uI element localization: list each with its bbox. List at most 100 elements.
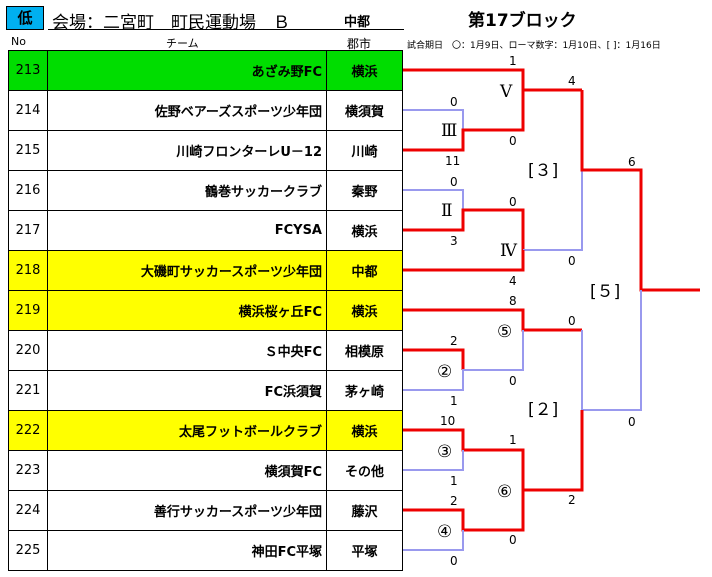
bracket-line	[403, 208, 525, 250]
score-218: 4	[509, 274, 517, 288]
bracket-line	[580, 90, 700, 292]
score-V-winner: 4	[568, 74, 576, 88]
round-label-III: Ⅲ	[441, 121, 457, 141]
team-city: 横浜	[326, 290, 403, 331]
team-name: 善行サッカースポーツ少年団	[47, 490, 327, 531]
bracket-line	[403, 530, 464, 551]
score-216: 0	[450, 175, 458, 189]
bracket-line	[403, 68, 582, 92]
score-223: 1	[450, 474, 458, 488]
score-III-winner: 0	[509, 134, 517, 148]
team-number: 219	[8, 290, 48, 331]
team-name: 横須賀FC	[47, 450, 327, 491]
round-label-IV: Ⅳ	[500, 241, 518, 261]
score-c6-winner: 2	[568, 493, 576, 507]
round-label-II: Ⅱ	[441, 201, 453, 221]
round-label-b5: [５]	[590, 282, 620, 302]
team-city: 平塚	[326, 530, 403, 571]
bracket-line	[523, 170, 583, 251]
level-badge: 低	[6, 6, 44, 30]
round-label-b2: [２]	[528, 400, 558, 420]
round-label-c5: ⑤	[497, 322, 512, 342]
team-city: 横浜	[326, 410, 403, 451]
team-number: 223	[8, 450, 48, 491]
team-number: 214	[8, 90, 48, 131]
bracket-line	[403, 308, 582, 332]
header-underline	[48, 29, 404, 30]
team-name: 川崎フロンターレU－12	[47, 130, 327, 171]
team-number: 213	[8, 50, 48, 91]
team-city: その他	[326, 450, 403, 491]
score-214: 0	[450, 95, 458, 109]
bracket-line	[403, 348, 465, 370]
score-c5-winner: 0	[568, 314, 576, 328]
score-215: 11	[445, 154, 460, 168]
score-221: 1	[450, 394, 458, 408]
score-c4-winner: 0	[509, 533, 517, 547]
team-name: 鶴巻サッカークラブ	[47, 170, 327, 211]
score-224: 2	[450, 494, 458, 508]
venue-title: 会場：二宮町 町民運動場 Ｂ	[52, 13, 290, 33]
score-c3-winner: 1	[509, 433, 517, 447]
score-222: 10	[440, 414, 455, 428]
bracket-line	[403, 410, 584, 492]
round-label-b3: [３]	[528, 161, 558, 181]
score-217: 3	[450, 234, 458, 248]
team-city: 横浜	[326, 50, 403, 91]
team-city: 横浜	[326, 210, 403, 251]
team-number: 222	[8, 410, 48, 451]
team-number: 216	[8, 170, 48, 211]
column-header-team: チーム	[166, 37, 199, 50]
round-label-c2: ②	[437, 362, 452, 382]
score-b3-winner: 6	[628, 155, 636, 169]
bracket-line	[403, 90, 525, 152]
schedule-legend: 試合期日 〇：1月9日、ローマ数字：1月10日、[ ]：1月16日	[407, 41, 661, 51]
team-name: あざみ野FC	[47, 50, 327, 91]
score-b2-winner: 0	[628, 415, 636, 429]
bracket-line	[581, 290, 642, 411]
bracket-line	[403, 450, 464, 471]
bracket-line	[403, 109, 464, 130]
score-225: 0	[450, 554, 458, 568]
team-number: 215	[8, 130, 48, 171]
round-label-c4: ④	[437, 522, 452, 542]
team-number: 221	[8, 370, 48, 411]
bracket-lines	[403, 68, 700, 551]
bracket-line	[403, 189, 464, 210]
team-name: 神田FC平塚	[47, 530, 327, 571]
round-label-c3: ③	[437, 442, 452, 462]
team-name: FC浜須賀	[47, 370, 327, 411]
region-label: 中都	[344, 15, 371, 30]
team-city: 茅ヶ崎	[326, 370, 403, 411]
round-label-c6: ⑥	[497, 482, 512, 502]
team-city: 中都	[326, 250, 403, 291]
team-city: 横須賀	[326, 90, 403, 131]
team-number: 220	[8, 330, 48, 371]
score-220: 2	[450, 334, 458, 348]
score-II-winner: 0	[509, 195, 517, 209]
team-city: 藤沢	[326, 490, 403, 531]
block-title: 第17ブロック	[468, 11, 577, 31]
score-c2-winner: 0	[509, 374, 517, 388]
bracket-labels: Ⅲ Ⅱ Ⅴ Ⅳ ⑤ ② ③ ⑥ ④ [３] [２] [５] 1 0 11 0 3…	[437, 54, 636, 568]
column-header-no: No	[11, 35, 26, 48]
bracket-line	[403, 330, 524, 391]
bracket-line	[403, 250, 525, 272]
score-IV-winner: 0	[568, 254, 576, 268]
team-name: 大磯町サッカースポーツ少年団	[47, 250, 327, 291]
score-213: 1	[509, 54, 517, 68]
team-name: 横浜桜ヶ丘FC	[47, 290, 327, 331]
column-header-city: 郡市	[347, 37, 372, 51]
score-219: 8	[509, 294, 517, 308]
team-name: 太尾フットボールクラブ	[47, 410, 327, 451]
